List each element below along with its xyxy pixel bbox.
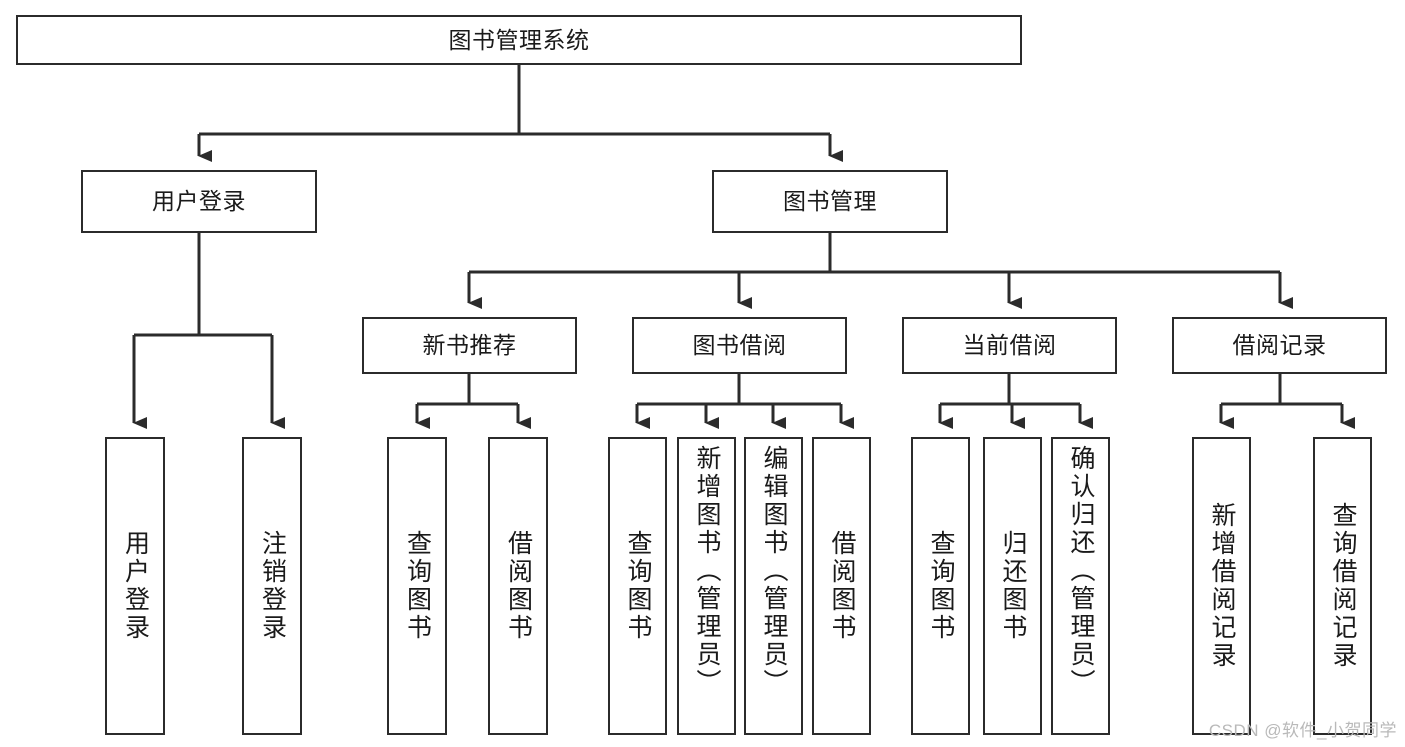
node-label: 新书推荐 [422, 332, 517, 359]
node-borrow-record[interactable]: 借阅记录 [1172, 317, 1387, 374]
node-leaf-edit-book-admin[interactable]: 编辑图书（管理员） [744, 437, 803, 735]
node-label: 查询图书 [403, 530, 432, 642]
node-leaf-confirm-return-admin[interactable]: 确认归还（管理员） [1051, 437, 1110, 735]
node-label: 新增图书（管理员） [693, 445, 721, 697]
node-leaf-add-borrow-record[interactable]: 新增借阅记录 [1192, 437, 1251, 735]
node-leaf-user-logout[interactable]: 注销登录 [242, 437, 302, 735]
node-root-book-management-system[interactable]: 图书管理系统 [16, 15, 1022, 65]
node-leaf-return-book[interactable]: 归还图书 [983, 437, 1042, 735]
node-leaf-borrow-book[interactable]: 借阅图书 [812, 437, 871, 735]
node-book-management[interactable]: 图书管理 [712, 170, 948, 233]
node-label: 借阅图书 [504, 530, 533, 642]
node-label: 当前借阅 [962, 332, 1057, 359]
node-new-book-recommend[interactable]: 新书推荐 [362, 317, 577, 374]
node-label: 查询图书 [927, 530, 955, 642]
node-label: 图书管理 [783, 188, 877, 215]
node-leaf-query-book-borrow[interactable]: 查询图书 [608, 437, 667, 735]
node-current-borrow[interactable]: 当前借阅 [902, 317, 1117, 374]
node-leaf-borrow-book-recommend[interactable]: 借阅图书 [488, 437, 548, 735]
node-leaf-user-login[interactable]: 用户登录 [105, 437, 165, 735]
node-label: 查询图书 [624, 530, 652, 642]
node-leaf-query-borrow-record[interactable]: 查询借阅记录 [1313, 437, 1372, 735]
node-label: 用户登录 [152, 188, 246, 215]
node-label: 编辑图书（管理员） [760, 445, 788, 697]
node-user-login[interactable]: 用户登录 [81, 170, 317, 233]
node-label: 新增借阅记录 [1208, 502, 1236, 670]
node-label: 借阅记录 [1232, 332, 1327, 359]
node-leaf-query-book-recommend[interactable]: 查询图书 [387, 437, 447, 735]
node-label: 图书借阅 [692, 332, 787, 359]
node-label: 查询借阅记录 [1329, 502, 1357, 670]
node-leaf-add-book-admin[interactable]: 新增图书（管理员） [677, 437, 736, 735]
node-book-borrow[interactable]: 图书借阅 [632, 317, 847, 374]
node-label: 注销登录 [258, 530, 287, 642]
node-label: 确认归还（管理员） [1067, 445, 1095, 697]
node-label: 借阅图书 [828, 530, 856, 642]
node-leaf-query-book-current[interactable]: 查询图书 [911, 437, 970, 735]
node-label: 用户登录 [121, 530, 150, 642]
node-label: 归还图书 [999, 530, 1027, 642]
node-label: 图书管理系统 [448, 26, 590, 53]
